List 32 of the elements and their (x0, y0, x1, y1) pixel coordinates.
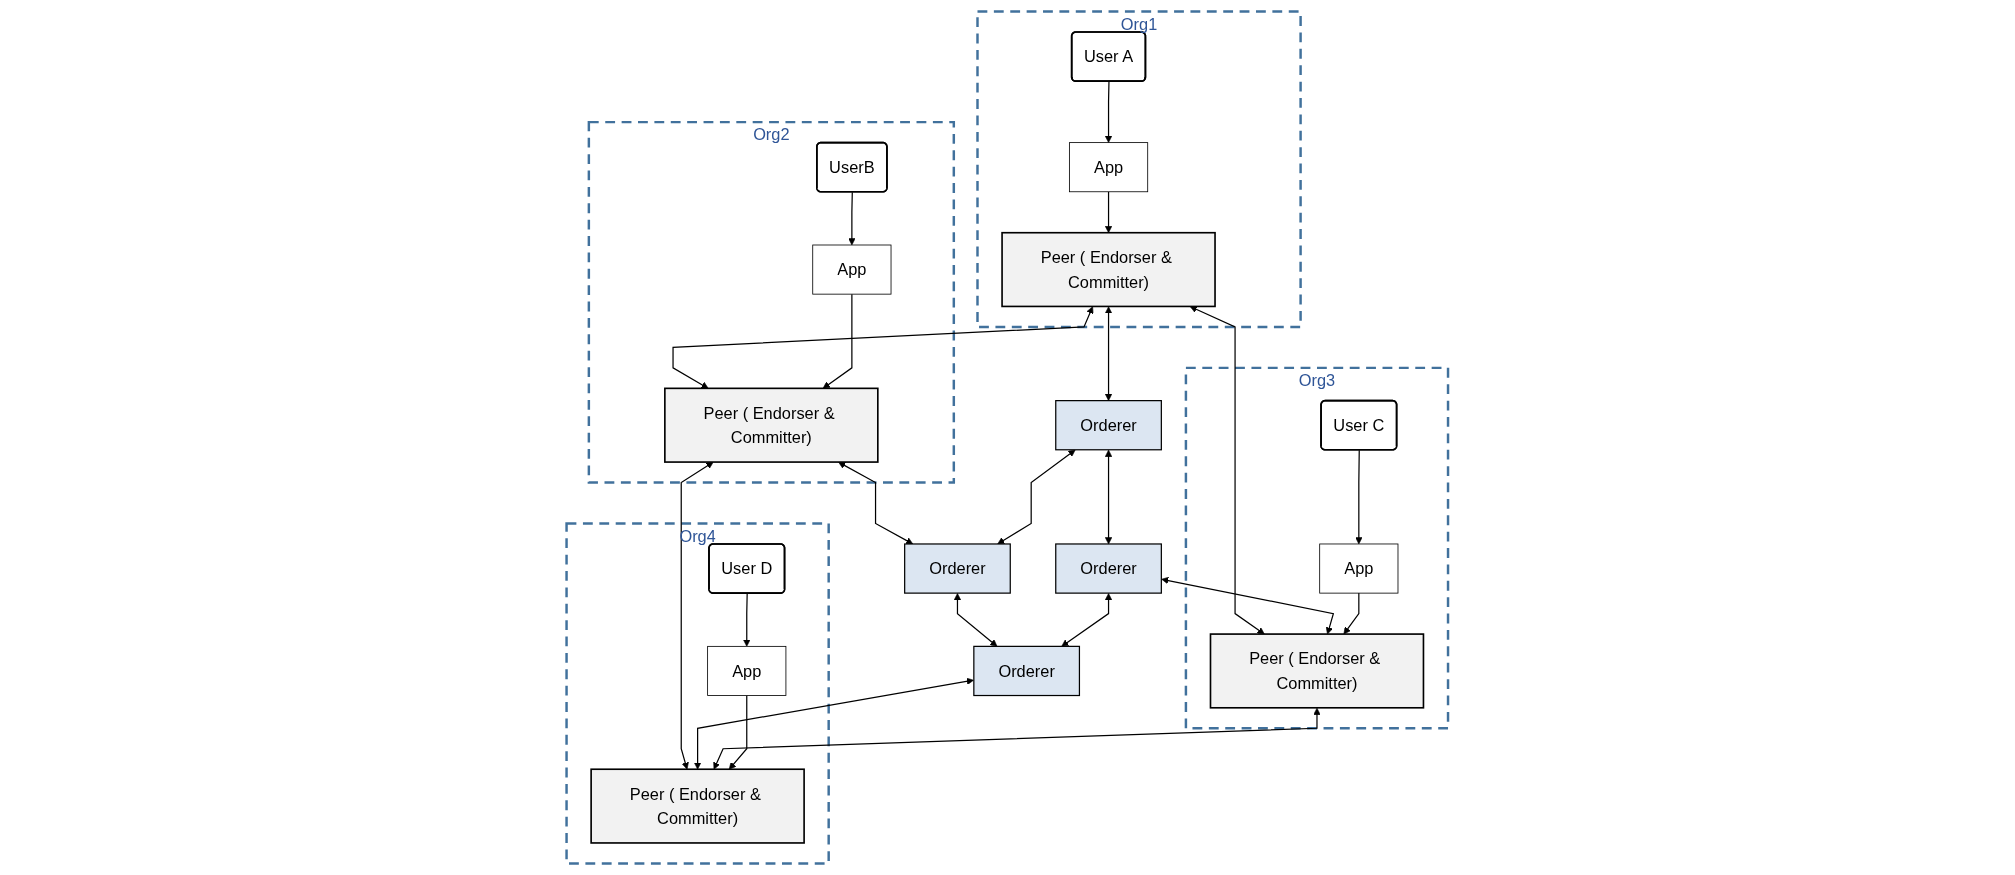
node-box: Orderer (973, 645, 1081, 697)
node-box: Orderer (1055, 400, 1163, 451)
node-box: Peer ( Endorser & Committer) (1209, 633, 1425, 709)
arrow (848, 191, 856, 246)
node-box: App (812, 244, 892, 295)
arrow (997, 449, 1076, 545)
arrow (743, 592, 751, 647)
arrow (954, 593, 998, 647)
arrow (1061, 593, 1113, 647)
arrow (1190, 305, 1265, 635)
arrow (713, 707, 1321, 770)
node-box: Peer ( Endorser & Committer) (1001, 231, 1217, 308)
arrow (823, 293, 853, 389)
arrow (1355, 449, 1363, 545)
node-box: Orderer (1055, 543, 1163, 594)
node-box: App (707, 645, 787, 696)
arrow (1105, 449, 1113, 545)
node-box: App (1069, 142, 1149, 193)
arrow (1105, 306, 1113, 401)
node-box: App (1319, 543, 1399, 594)
arrow (1161, 576, 1335, 635)
node-box: Orderer (904, 543, 1012, 594)
node-box: Peer ( Endorser & Committer) (590, 768, 806, 844)
arrow (680, 461, 714, 770)
arrow (1105, 191, 1113, 234)
arrow (1105, 80, 1113, 143)
arrow (694, 677, 975, 770)
arrow (672, 306, 1094, 389)
arrow (838, 461, 914, 545)
arrow (729, 694, 748, 770)
node-box: Peer ( Endorser & Committer) (664, 387, 879, 463)
arrow (1343, 592, 1360, 635)
